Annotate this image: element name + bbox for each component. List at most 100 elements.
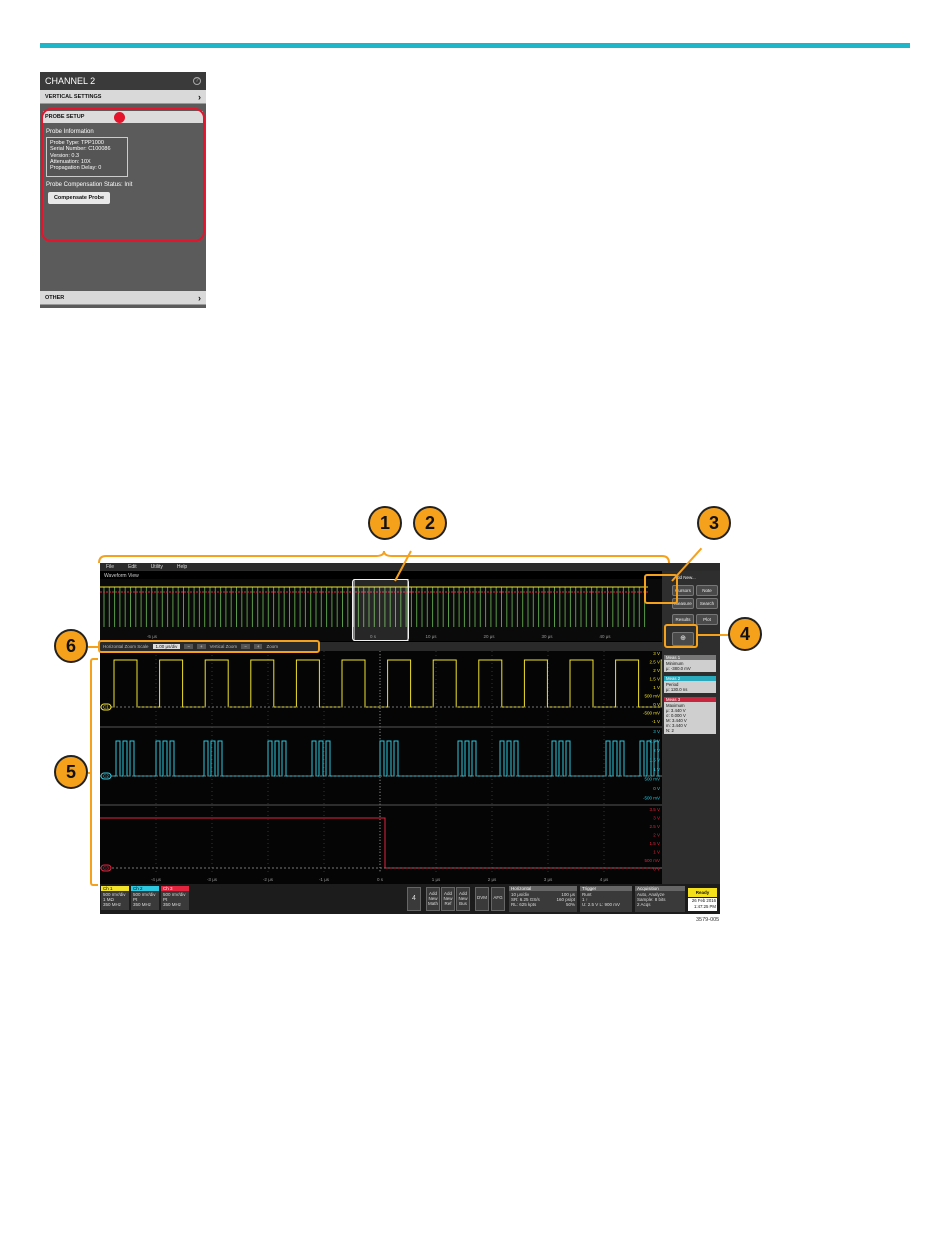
time-tick-label: 1 μs [432,877,441,882]
probe-info-heading: Probe Information [46,129,94,135]
afg-button[interactable]: AFG [491,887,505,911]
time-tick-label: 2 μs [488,877,497,882]
zoom-minus-button[interactable]: − [184,644,194,649]
time-tick-label: 0 s [377,877,384,882]
ch1-scale-label: 1.5 V [649,677,660,682]
callout-3: 3 [697,506,731,540]
probe-setup-label: PROBE SETUP [45,114,85,120]
ready-status: Ready [688,888,717,897]
overview-tick-label: 0 s [370,634,377,639]
ch2-name: Ch 2 [131,886,159,891]
callout-1-bracket [98,550,670,564]
add-bus-button[interactable]: Add New Bus [456,887,470,911]
zoom-toolbar-highlight [98,640,320,653]
ch2-badge[interactable]: Ch 2 500 mV/div Pt 350 MHz [131,886,159,910]
ch3-scale-label: 1 V [653,850,660,855]
ch1-scale-label: 2 V [653,668,660,673]
vertical-settings-row[interactable]: VERTICAL SETTINGS › [40,90,206,104]
meas2-title: Meas 2 [664,676,716,681]
trigger-source: 1 ↑ [582,897,589,902]
time-tick-label: -1 μs [319,877,330,882]
add-new-highlight [644,574,678,604]
ch2-scale-label: 2.5 V [649,739,660,744]
acquisition-title: Acquisition [635,886,685,891]
cursors-button[interactable]: Cursors [672,585,694,596]
acquisition-badge[interactable]: Acquisition Auto, Analyze Sample: 8 bits… [635,886,685,912]
ch1-scale: 500 mV/div [103,892,126,897]
time-tick-label: -4 μs [151,877,162,882]
menu-utility[interactable]: Utility [150,564,163,570]
add-ref-button[interactable]: Add New Ref [441,887,455,911]
panel-header: CHANNEL 2 ? [40,72,206,90]
menu-file[interactable]: File [106,564,115,570]
channel-marker-label: C1 [103,705,109,710]
menu-help[interactable]: Help [176,564,188,570]
oscilloscope-screen: File Edit Utility Help Waveform View -5 … [100,563,720,914]
ch1-scale-label: -1 V [652,719,660,724]
ch2-scale-label: 1.5 V [649,758,660,763]
note-button[interactable]: Note [696,585,718,596]
vertical-zoom-plus-button[interactable]: + [253,644,263,649]
zoom-icon[interactable]: ⊕ [672,632,694,646]
trigger-title: Trigger [580,886,632,891]
horizontal-title: Horizontal [509,886,577,891]
trigger-badge[interactable]: Trigger Runt 1 ↑ U: 2.5 V L: 900 mV [580,886,632,912]
menu-edit[interactable]: Edit [128,564,137,570]
overview-tick-label: 10 μs [425,634,437,639]
probe-serial: Serial Number: C100086 [50,146,111,153]
meas1-card[interactable]: Meas 1 Minimum μ: -380.0 mV [664,655,716,672]
ch1-badge[interactable]: Ch 1 500 mV/div 1 MΩ 350 MHz [101,886,129,910]
callout-4: 4 [728,617,762,651]
meas3-line: m: 3.440 V [666,723,687,728]
meas1-title: Meas 1 [664,655,716,660]
channel-count-button[interactable]: 4 [407,887,421,911]
meas3-line: σ: 0.000 V [666,713,686,718]
date-text: 26 Feb 2016 [691,898,716,903]
overview-tick-label: 30 μs [541,634,553,639]
ch3-badge[interactable]: Ch 3 500 mV/div Pt 350 MHz [161,886,189,910]
time-tick-label: -3 μs [207,877,218,882]
channel-marker-label: C3 [103,866,109,871]
ch2-impedance: Pt [133,897,138,903]
search-button[interactable]: Search [696,598,718,609]
meas2-card[interactable]: Meas 2 Period μ: 130.0 ns [664,676,716,693]
acquisition-sample: Sample: 8 bits [637,897,666,902]
plot-button[interactable]: Plot [696,614,718,625]
ch1-name: Ch 1 [101,886,129,891]
dvm-button[interactable]: DVM [475,887,489,911]
zoom-scale-label: Horizontal Zoom Scale [103,644,149,649]
vertical-zoom-minus-button[interactable]: − [241,644,250,649]
other-label: OTHER [45,294,65,301]
ch2-scale-label: -500 mV [643,796,660,801]
ch3-name: Ch 3 [161,886,189,891]
zoom-scale-field[interactable]: 1.00 μs/div [152,644,181,649]
chevron-right-icon: › [198,91,201,102]
probe-attenuation: Attenuation: 10X [50,158,91,165]
ch1-bandwidth: 350 MHz [103,902,122,908]
help-icon[interactable]: ? [193,77,201,85]
meas3-card[interactable]: Meas 3 Maximum μ: 3.440 V σ: 0.000 V M: … [664,697,716,734]
acquisition-mode: Auto, Analyze [637,892,665,897]
ch2-scale-label: 500 mV [644,777,660,782]
zoom-plus-button[interactable]: + [197,644,206,649]
meas1-name: Minimum [666,661,684,666]
callout-6-leader [88,646,100,648]
meas1-value: μ: -380.0 mV [666,666,691,671]
ch3-scale-label: 2 V [653,833,660,838]
time-tick-label: 3 μs [544,877,553,882]
vertical-zoom-label: Vertical Zoom [209,644,238,649]
probe-setup-highlight [41,108,205,242]
ch1-scale-label: 3 V [653,651,660,656]
add-math-button[interactable]: Add New Math [426,887,440,911]
meas3-line: μ: 3.440 V [666,708,686,713]
compensate-probe-button[interactable]: Compensate Probe [48,192,110,204]
other-row[interactable]: OTHER › [40,291,206,305]
channel-marker [100,772,112,780]
trigger-type: Runt [582,892,592,897]
ch2-waveform [100,740,662,777]
callout-2: 2 [413,506,447,540]
